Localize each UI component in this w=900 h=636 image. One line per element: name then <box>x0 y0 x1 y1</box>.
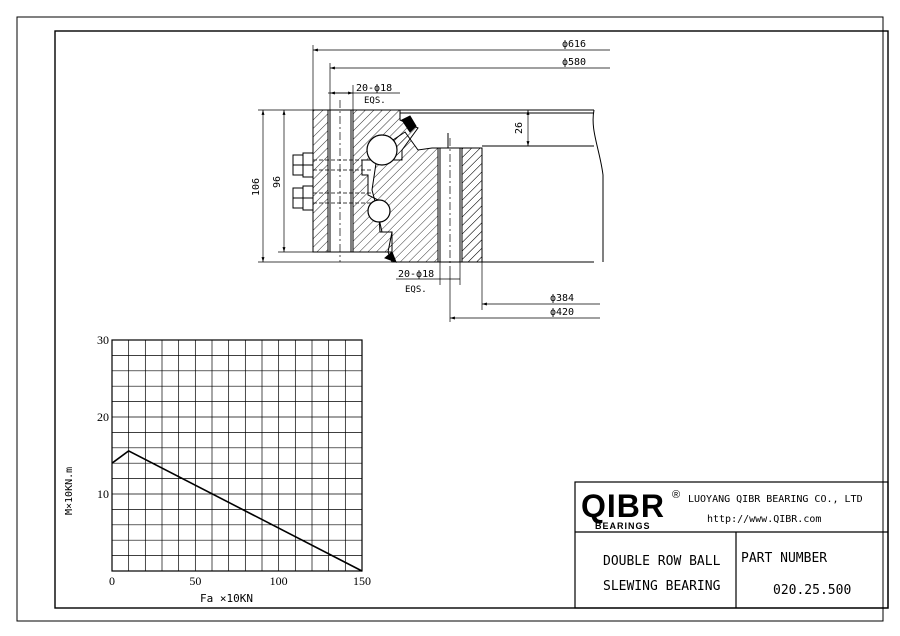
x-tick-label: 50 <box>189 574 201 588</box>
title-block <box>574 481 889 609</box>
logo: QIBR ® BEARINGS <box>581 488 680 531</box>
chart-grid <box>112 340 362 571</box>
dim-96: 96 <box>272 176 283 188</box>
sheet-outer-border <box>16 16 884 622</box>
drawing-frame <box>54 30 889 609</box>
chart-plot-border <box>111 339 363 572</box>
product-name-line1: DOUBLE ROW BALL <box>603 554 721 569</box>
dimension-labels: ϕ616 ϕ580 20-ϕ18 EQS. 26 106 96 20-ϕ18 E… <box>251 39 586 318</box>
company-name: LUOYANG QIBR BEARING CO., LTD <box>688 494 863 505</box>
y-tick-label: 30 <box>97 333 109 347</box>
y-tick-label: 20 <box>97 410 109 424</box>
x-tick-label: 100 <box>270 574 288 588</box>
dim-eqs-inner: EQS. <box>405 285 427 295</box>
dim-106: 106 <box>251 178 262 196</box>
dim-holes-outer: 20-ϕ18 <box>356 83 392 94</box>
dim-616: ϕ616 <box>562 39 586 50</box>
load-curve <box>111 449 363 572</box>
dimension-lines <box>258 45 610 322</box>
y-tick-label: 10 <box>97 487 109 501</box>
dim-eqs-outer: EQS. <box>364 96 386 106</box>
dim-420: ϕ420 <box>550 307 574 318</box>
dim-384: ϕ384 <box>550 293 574 304</box>
product-name-line2: SLEWING BEARING <box>603 579 721 594</box>
dim-580: ϕ580 <box>562 57 586 68</box>
x-tick-label: 0 <box>109 574 115 588</box>
x-tick-label: 150 <box>353 574 371 588</box>
part-number-label: PART NUMBER <box>741 551 827 566</box>
part-number-value: 020.25.500 <box>773 583 851 598</box>
chart-tick-labels: 0 50 100 150 10 20 30 <box>97 333 371 588</box>
bearing-cross-section <box>292 100 604 272</box>
dim-holes-inner: 20-ϕ18 <box>398 269 434 280</box>
chart-frame <box>111 339 363 572</box>
lower-ball <box>367 199 391 223</box>
logo-sub: BEARINGS <box>595 521 651 531</box>
chart-xlabel: Fa ×10KN <box>200 592 253 605</box>
chart-series <box>111 449 363 572</box>
outer-bolt-bore <box>327 109 354 253</box>
company-website: http://www.QIBR.com <box>707 514 821 525</box>
logo-text: QIBR <box>581 488 665 524</box>
upper-ball <box>366 134 398 166</box>
chart-ylabel: M×10KN.m <box>64 467 75 515</box>
bolt-heads <box>292 152 372 211</box>
load-capacity-chart: 0 50 100 150 10 20 30 M×10KN.m Fa ×10KN <box>64 333 371 605</box>
dim-26: 26 <box>514 122 525 134</box>
logo-reg: ® <box>672 489 680 501</box>
